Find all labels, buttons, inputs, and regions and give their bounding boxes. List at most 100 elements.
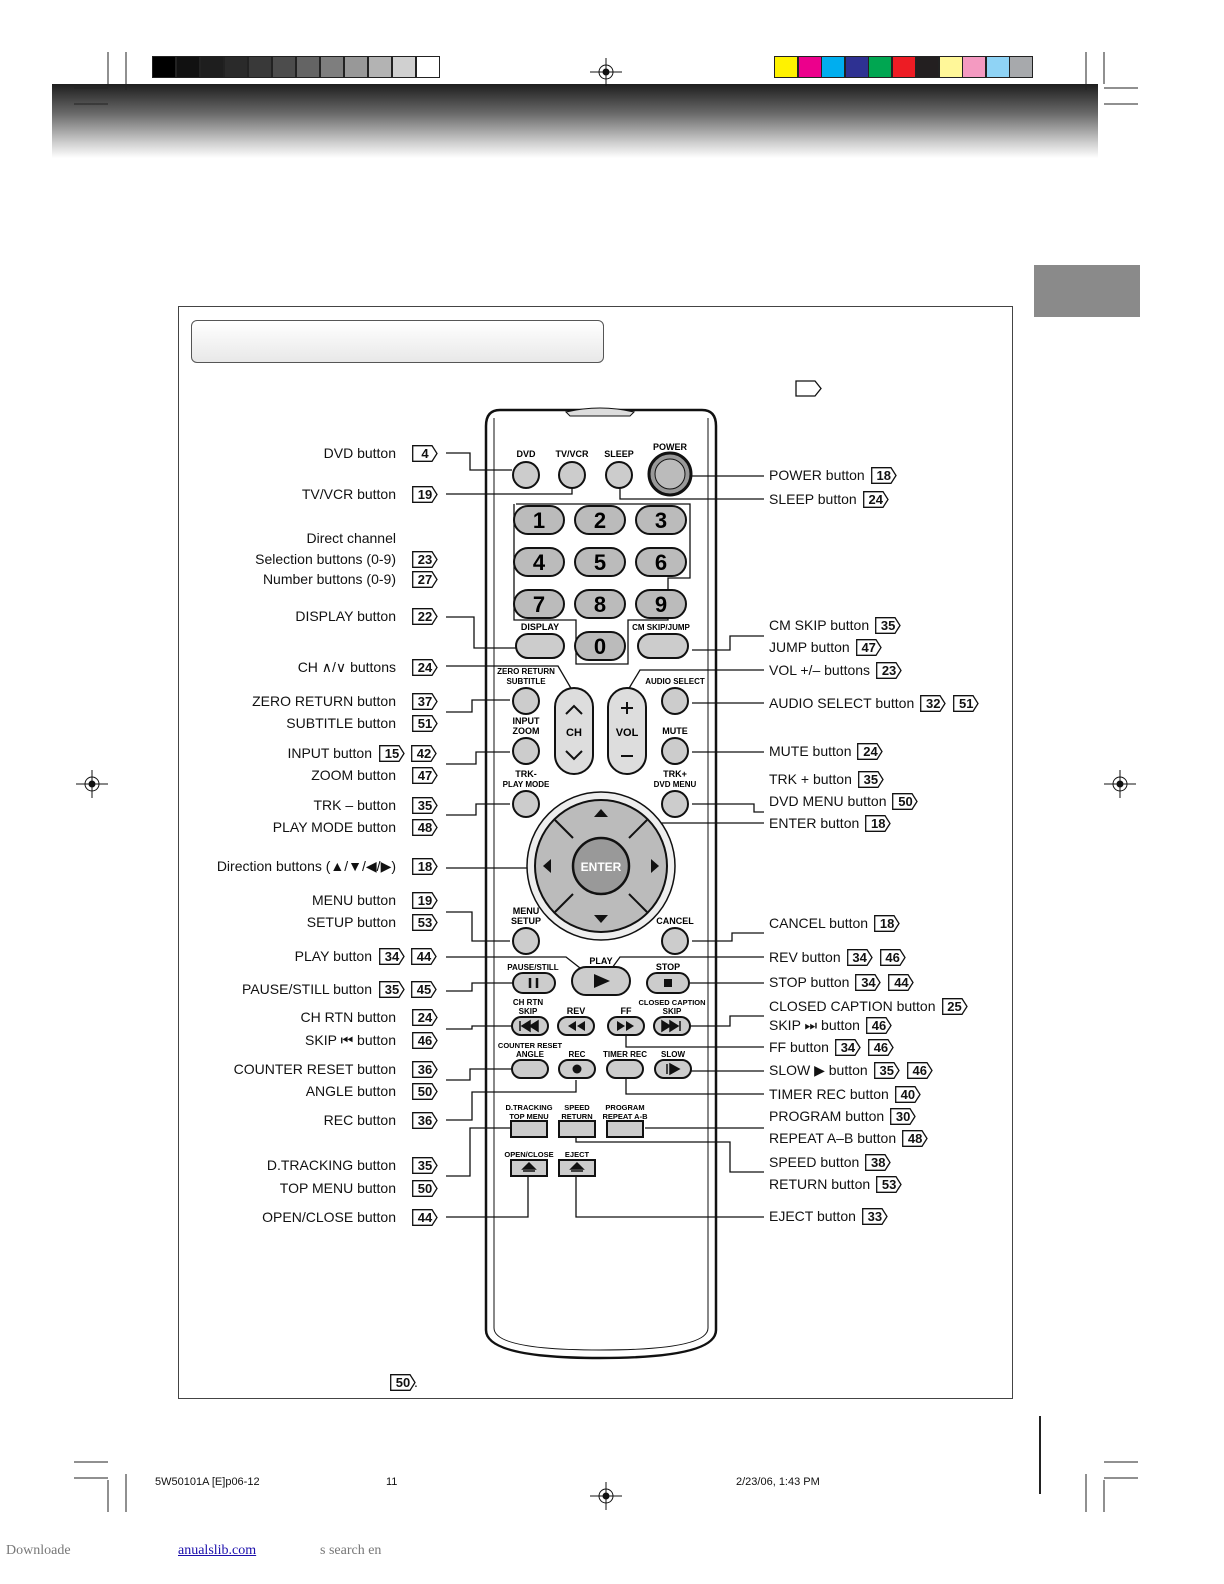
callout-right-page-ref: 46 (906, 1062, 933, 1079)
callout-right-page-ref: 46 (867, 1039, 894, 1056)
digit-button-4[interactable] (513, 547, 565, 577)
callout-right-label: VOL +/– buttons (769, 662, 871, 678)
callout-left-label: REC button (323, 1112, 396, 1128)
page-number: 18 (417, 859, 433, 874)
callout-left-page-ref: 35 (412, 797, 438, 814)
cm-skip-jump-button[interactable] (637, 633, 689, 659)
ch-rocker[interactable] (554, 687, 594, 775)
trk-minus-play-mode-button[interactable] (512, 790, 540, 818)
callout-left-page-ref: 36 (412, 1112, 438, 1129)
registration-crosshair-icon (590, 1482, 622, 1510)
plus-icon (621, 702, 633, 714)
page-number: 30 (895, 1109, 911, 1124)
callout-right-label: AUDIO SELECT button (769, 695, 915, 711)
gray-swatch (200, 56, 224, 78)
callout-left-page-ref: 42 (411, 745, 437, 762)
digit-label: 0 (594, 634, 606, 659)
subtitle-label: SUBTITLE (506, 677, 546, 686)
digit-button-8[interactable] (574, 589, 626, 619)
play-label: PLAY (589, 956, 612, 966)
section-side-tab (1034, 265, 1140, 317)
program-repeat-ab-button[interactable] (606, 1120, 644, 1138)
record-icon (572, 1064, 582, 1074)
callout-right-label: REV button (769, 949, 841, 965)
menu-setup-button[interactable] (512, 927, 540, 955)
callout-left-page-ref: 4 (412, 445, 438, 462)
page-number: 32 (926, 696, 941, 711)
callout-left-page-ref: 35 (379, 981, 405, 998)
dtracking-top-menu-button[interactable] (510, 1120, 548, 1138)
callout-left-page-ref: 36 (412, 1061, 438, 1078)
callout-left-page-ref: 19 (412, 486, 438, 503)
watermark-link[interactable]: anualslib.com (178, 1543, 257, 1558)
dvd-button[interactable] (512, 461, 540, 489)
gray-swatch (152, 56, 176, 78)
arrow-left-icon[interactable] (543, 859, 551, 873)
callout-right-label: PROGRAM button (769, 1108, 885, 1124)
registration-crosshair-icon (590, 58, 622, 86)
callout-right-label: STOP button (769, 974, 850, 990)
closed-caption-label: CLOSED CAPTION (638, 998, 705, 1007)
vol-rocker[interactable] (607, 687, 647, 775)
page-number: 53 (881, 1177, 897, 1192)
cancel-button[interactable] (661, 927, 689, 955)
callout-left-page-ref: 50 (412, 1083, 438, 1100)
page-number: 51 (417, 716, 433, 731)
callout-left-page-ref: 51 (412, 715, 438, 732)
sleep-button[interactable] (605, 461, 633, 489)
pause-still-button[interactable] (512, 972, 556, 994)
digit-button-2[interactable] (574, 505, 626, 535)
callout-right-page-ref: 40 (894, 1086, 921, 1103)
digit-label: 8 (594, 592, 606, 617)
page-number: 23 (881, 663, 897, 678)
digit-button-7[interactable] (513, 589, 565, 619)
audio-select-button[interactable] (661, 687, 689, 715)
section-title-box (191, 320, 604, 363)
callout-left-label: MENU button (311, 892, 396, 908)
digit-button-6[interactable] (635, 547, 687, 577)
arrow-up-icon[interactable] (594, 809, 608, 817)
input-zoom-button[interactable] (512, 737, 540, 765)
dtracking-label: D.TRACKING (505, 1103, 552, 1112)
digit-button-0[interactable] (574, 631, 626, 661)
arrow-right-icon[interactable] (651, 859, 659, 873)
digit-button-1[interactable] (513, 505, 565, 535)
timer-rec-label: TIMER REC (603, 1050, 647, 1059)
callout-right-page-ref: 50 (892, 793, 919, 810)
dvd-label: DVD (516, 449, 536, 459)
callout-left-page-ref: 22 (412, 608, 438, 625)
slow-icon (666, 1062, 681, 1076)
digit-label: 2 (594, 508, 606, 533)
callout-left-label: Direct channel (306, 530, 397, 546)
page-number: 27 (417, 572, 433, 587)
mute-button[interactable] (661, 737, 689, 765)
skip-forward-label: SKIP (663, 1007, 682, 1016)
enter-button[interactable] (571, 836, 631, 896)
page-number: 18 (871, 816, 886, 831)
page-number: 51 (959, 696, 974, 711)
zero-return-subtitle-button[interactable] (512, 687, 540, 715)
callout-left-label: Direction buttons (▲/▼/◀/▶) (216, 858, 396, 874)
page-number: 46 (417, 1033, 433, 1048)
speed-return-button[interactable] (558, 1120, 596, 1138)
trk-minus-label: TRK- (515, 769, 537, 779)
counter-reset-label: COUNTER RESET (498, 1041, 563, 1050)
digit-button-9[interactable] (635, 589, 687, 619)
callout-right-label: RETURN button (769, 1176, 871, 1192)
counter-reset-angle-button[interactable] (511, 1059, 549, 1079)
callout-left-label: TRK – button (313, 797, 397, 813)
trk-plus-dvd-menu-button[interactable] (661, 790, 689, 818)
callout-left-label: DVD button (323, 445, 396, 461)
digit-button-3[interactable] (635, 505, 687, 535)
callout-left-page-ref: 50 (412, 1180, 438, 1197)
callout-right-page-ref: 38 (865, 1154, 892, 1171)
timer-rec-button[interactable] (606, 1059, 644, 1079)
arrow-down-icon[interactable] (594, 915, 608, 923)
tvvcr-button[interactable] (558, 461, 586, 489)
page-number: 34 (861, 975, 876, 990)
digit-label: 3 (655, 508, 667, 533)
digit-button-5[interactable] (574, 547, 626, 577)
page-number: 35 (880, 618, 896, 633)
ch-rtn-label: CH RTN (513, 998, 543, 1007)
display-button[interactable] (515, 633, 565, 659)
